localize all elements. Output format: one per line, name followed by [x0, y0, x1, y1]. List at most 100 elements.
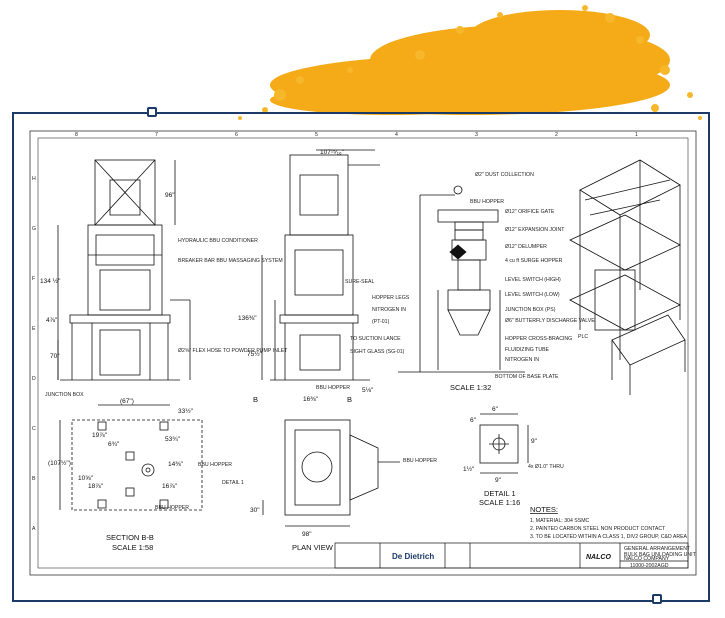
note-3: 3. TO BE LOCATED WITHIN A CLASS 1, DIV2 … — [530, 534, 688, 540]
schematic-view — [398, 185, 525, 373]
schem-label-jbox: JUNCTION BOX (PS) — [505, 307, 556, 313]
section-label-detail: DETAIL 1 — [222, 480, 244, 486]
front-dim-overall: 134 ½" — [40, 277, 61, 285]
title-block — [334, 542, 689, 569]
schem-label-sight: SIGHT GLASS (SG-01) — [350, 349, 405, 355]
front-dim-small: 4⅞" — [46, 317, 58, 324]
side-view — [261, 149, 380, 381]
grid-top-7: 2 — [555, 132, 558, 138]
side-dim-offset: 5⅛" — [362, 387, 374, 394]
section-dim-overall: (107½") — [48, 459, 71, 467]
nalco-logo-text: NALCO — [586, 554, 611, 561]
side-dim-lower: 75½" — [247, 350, 263, 358]
detail-dim-bottom: 9" — [495, 477, 502, 484]
side-dim-bottom: 16⅜" — [303, 396, 319, 403]
section-dim-c: 53¾" — [165, 436, 181, 443]
grid-side-5: D — [32, 376, 36, 382]
detail-dim-left: 1½" — [463, 465, 475, 473]
note-2: 2. PAINTED CARBON STEEL NON PRODUCT CONT… — [530, 526, 666, 532]
grid-side-4: E — [32, 326, 36, 332]
plan-label-bbu: BBU HOPPER — [403, 458, 437, 464]
detail-label-holes: 4x Ø1.0" THRU — [528, 464, 564, 470]
plan-title: PLAN VIEW — [292, 543, 334, 552]
section-dim-a: 19⅞" — [92, 432, 108, 439]
grid-top-5: 4 — [395, 132, 398, 138]
section-dim-top: (67") — [120, 398, 134, 405]
plan-view — [262, 419, 400, 527]
tb-number: 11000-2002AGD — [630, 563, 669, 569]
front-label-breaker: BREAKER BAR BBU MASSAGING SYSTEM — [178, 258, 283, 264]
grid-side-3: F — [32, 276, 35, 282]
grid-side-2: G — [32, 226, 36, 232]
front-label-conditioner: HYDRAULIC BBU CONDITIONER — [178, 238, 258, 244]
section-marker-left: B — [253, 395, 258, 404]
detail-dim-top-b: 6" — [470, 417, 477, 424]
grid-side-1: H — [32, 176, 36, 182]
grid-top-8: 1 — [635, 132, 638, 138]
section-title: SECTION B-B — [106, 533, 154, 542]
schem-label-nitrogen-r: NITROGEN IN — [505, 357, 539, 363]
schem-label-suction: TO SUCTION LANCE — [350, 336, 401, 342]
schem-label-nitrogen-l: NITROGEN IN — [372, 307, 406, 313]
detail-dim-top-a: 6" — [492, 406, 499, 413]
plan-dim-width: 98" — [302, 531, 312, 538]
section-label-bbu-upper: BBU HOPPER — [198, 462, 232, 468]
section-label-bbu-lower: BBU HOPPER — [155, 505, 189, 511]
isometric-view — [569, 159, 686, 395]
section-dim-b: 6¾" — [108, 441, 120, 448]
schem-label-level-high: LEVEL SWITCH (HIGH) — [505, 277, 561, 283]
detail-scale: SCALE 1:16 — [479, 498, 520, 507]
plan-dim-depth: 30" — [250, 507, 260, 514]
grid-side-8: A — [32, 526, 36, 532]
section-dim-top-right: 33½" — [178, 407, 194, 415]
front-label-hose: Ø2⅝" FLEX HOSE TO POWDER PUMP INLET — [178, 348, 288, 354]
grid-side-7: B — [32, 476, 36, 482]
schem-label-bbu: BBU HOPPER — [470, 199, 504, 205]
front-dim-lower: 70" — [50, 353, 60, 360]
section-dim-f: 18⅞" — [88, 483, 104, 490]
schem-label-pt: (PT-01) — [372, 319, 390, 325]
brand-logo-text: De Dietrich — [392, 552, 434, 561]
side-label-bbu: BBU HOPPER — [316, 385, 350, 391]
schem-label-level-low: LEVEL SWITCH (LOW) — [505, 292, 560, 298]
grid-side-6: C — [32, 426, 36, 432]
schem-label-bracing: HOPPER CROSS-BRACING — [505, 336, 572, 342]
section-dim-e: 10⅝" — [78, 475, 94, 482]
schem-label-expansion: Ø12" EXPANSION JOINT — [505, 227, 565, 233]
note-1: 1. MATERIAL: 304 SSMC — [530, 518, 590, 524]
grid-top-6: 3 — [475, 132, 478, 138]
frame-node-top — [147, 107, 157, 117]
side-dim-height: 136⅜" — [238, 315, 257, 322]
section-dim-g: 16⅞" — [162, 483, 178, 490]
front-label-junction: JUNCTION BOX — [45, 392, 84, 398]
schem-label-butterfly: Ø6" BUTTERFLY DISCHARGE VALVE — [505, 318, 595, 324]
schem-label-dust: Ø2" DUST COLLECTION — [475, 172, 534, 178]
grid-top-3: 6 — [235, 132, 238, 138]
schem-scale: SCALE 1:32 — [450, 383, 491, 392]
side-label-sureseal: SURE-SEAL — [345, 279, 375, 285]
section-dim-d: 14⅜" — [168, 461, 184, 468]
front-dim-height-top: 96" — [165, 192, 175, 199]
grid-top-2: 7 — [155, 132, 158, 138]
schem-label-legs: HOPPER LEGS — [372, 295, 410, 301]
tb-desc-1: GENERAL ARRANGEMENT — [624, 546, 691, 552]
schem-label-orifice: Ø12" ORIFICE GATE — [505, 209, 555, 215]
frame-node-bottom — [652, 594, 662, 604]
notes-title: NOTES: — [530, 505, 558, 514]
schem-label-surge: 4 cu ft SURGE HOPPER — [505, 258, 563, 264]
detail-dim-right: 9" — [531, 438, 538, 445]
detail-title: DETAIL 1 — [484, 489, 516, 498]
orange-splash-decoration — [238, 5, 702, 120]
schem-label-fluidizing: FLUIDIZING TUBE — [505, 347, 550, 353]
tb-desc-2: BULK BAG UNLOADING UNIT — [624, 552, 697, 558]
detail-view — [479, 413, 529, 474]
iso-label-plc: PLC — [578, 334, 588, 340]
tb-company: NALCO COMPANY — [624, 556, 670, 562]
section-marker-right: B — [347, 395, 352, 404]
side-dim-width: 107¹⁵⁄₁₆" — [320, 149, 345, 156]
grid-top-1: 8 — [75, 132, 78, 138]
schem-label-delumper: Ø12" DELUMPER — [505, 244, 547, 250]
schem-label-base: BOTTOM OF BASE PLATE — [495, 374, 559, 380]
front-view — [57, 159, 191, 381]
